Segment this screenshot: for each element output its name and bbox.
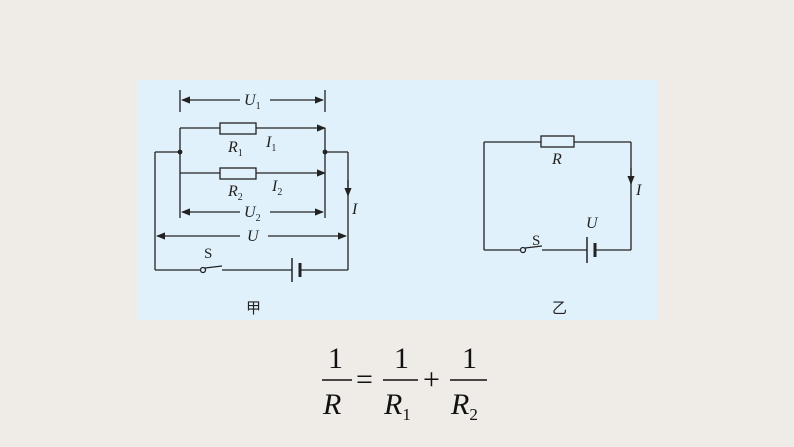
formula-plus: +: [423, 363, 440, 396]
formula: 1 R = 1 R1 + 1 R2: [322, 342, 487, 424]
label-i2: I2: [271, 178, 282, 198]
resistor-r1: [219, 122, 257, 135]
diagram-panel: [138, 80, 657, 320]
formula-equals: =: [356, 363, 373, 396]
formula-numerator-3: 1: [462, 342, 477, 375]
label-r1: R1: [227, 139, 243, 159]
single-resistor-circuit: [483, 135, 635, 263]
label-r2: R2: [227, 183, 243, 203]
junction-dot-left: [177, 149, 183, 155]
label-b-i: I: [635, 182, 642, 199]
formula-denominator-r1: R1: [383, 388, 411, 424]
caption-b: 乙: [552, 299, 567, 317]
b-switch-pivot: [519, 246, 527, 254]
formula-numerator-2: 1: [394, 342, 409, 375]
switch-pivot: [199, 266, 207, 274]
label-u: U: [247, 228, 260, 245]
switch-blade: [204, 265, 223, 269]
junction-dot-right: [322, 149, 328, 155]
label-b-switch-s: S: [532, 233, 540, 249]
label-i: I: [351, 201, 358, 218]
resistor-r2: [219, 167, 257, 180]
label-u1: U1: [244, 92, 261, 112]
label-u2: U2: [244, 204, 261, 224]
label-switch-s: S: [204, 246, 212, 262]
formula-denominator-r2: R2: [450, 388, 478, 424]
label-b-u: U: [586, 215, 599, 232]
caption-a: 甲: [246, 299, 261, 317]
formula-numerator-1: 1: [328, 342, 343, 375]
parallel-circuit: [154, 90, 352, 282]
label-i1: I1: [265, 134, 276, 154]
label-b-r: R: [551, 151, 562, 168]
b-switch-blade: [524, 245, 543, 249]
formula-denominator-r: R: [322, 388, 341, 421]
resistor-r: [540, 135, 575, 148]
